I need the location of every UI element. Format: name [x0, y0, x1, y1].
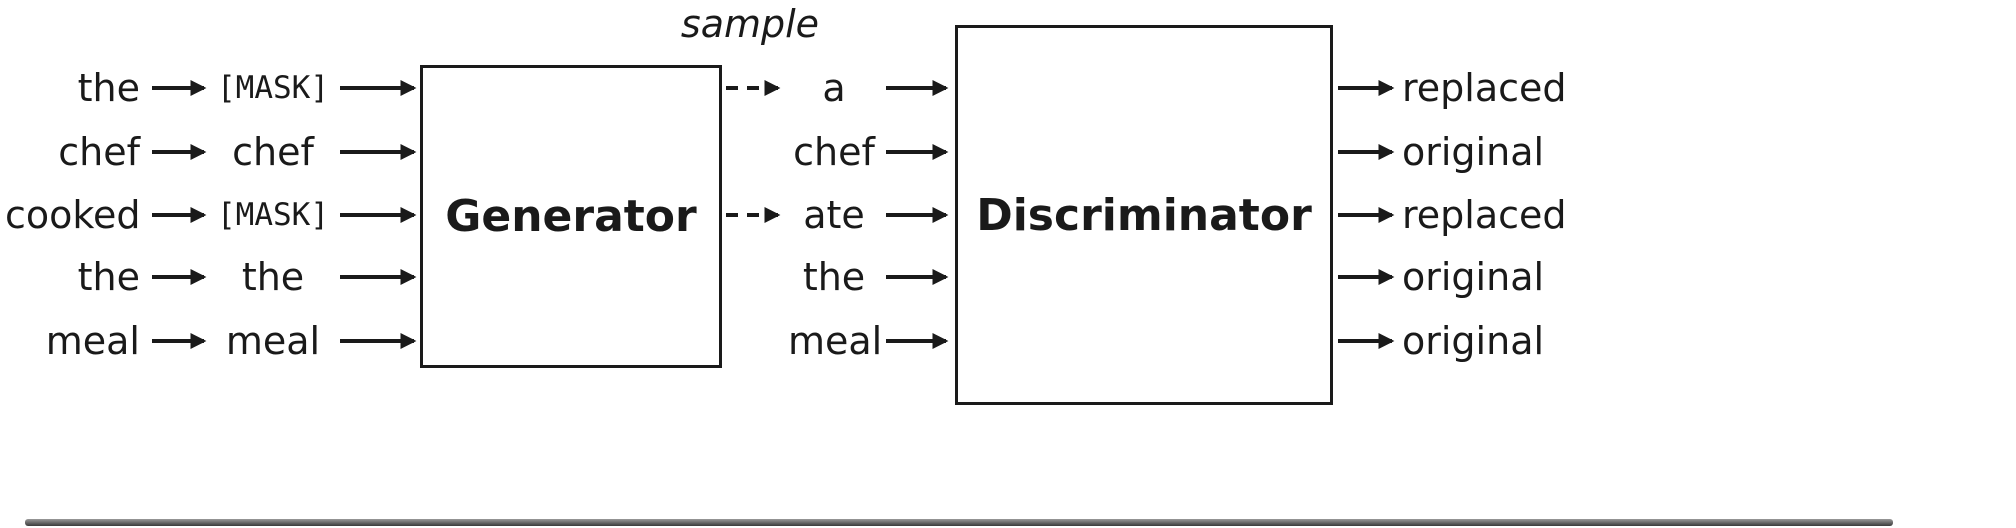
masked-token: [MASK]: [217, 197, 329, 233]
input-token: chef: [58, 130, 140, 174]
masked-token: chef: [232, 130, 314, 174]
sample-label: sample: [680, 2, 820, 46]
input-token: the: [77, 255, 140, 299]
input-token: cooked: [5, 193, 141, 237]
generator-box: Generator: [420, 65, 722, 368]
masked-token: meal: [225, 319, 321, 363]
input-token: meal: [45, 319, 140, 363]
output-label: original: [1402, 130, 1545, 174]
bottom-crop-artifact: [25, 519, 1893, 526]
generator-label: Generator: [445, 191, 697, 242]
sampled-token: chef: [793, 130, 875, 174]
masked-token: [MASK]: [217, 70, 329, 106]
output-label: replaced: [1402, 66, 1567, 110]
masked-token: the: [241, 255, 305, 299]
sampled-token: ate: [803, 193, 865, 237]
output-label: original: [1402, 319, 1545, 363]
sampled-token: the: [802, 255, 866, 299]
discriminator-label: Discriminator: [976, 189, 1312, 241]
sampled-token: a: [822, 66, 846, 110]
input-token: the: [77, 66, 140, 110]
discriminator-box: Discriminator: [955, 25, 1333, 405]
output-label: replaced: [1402, 193, 1567, 237]
output-label: original: [1402, 255, 1545, 299]
sampled-token: meal: [788, 319, 883, 363]
